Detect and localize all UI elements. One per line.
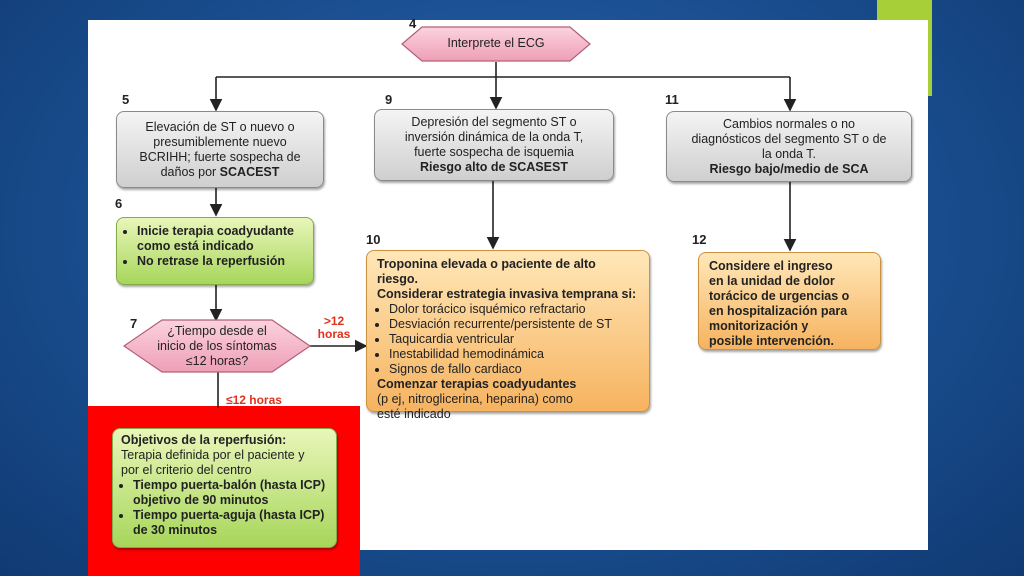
list-item: No retrase la reperfusión [137, 254, 305, 269]
step8-box: Objetivos de la reperfusión: Terapia def… [112, 428, 337, 548]
step12-line: Considere el ingreso [709, 259, 833, 273]
step10-box: Troponina elevada o paciente de alto rie… [366, 250, 650, 421]
step11-bold: Riesgo bajo/medio de SCA [709, 161, 869, 176]
condition-gt12: >12 horas [312, 315, 356, 341]
step10-footer-line: (p ej, nitroglicerina, heparina) como [377, 392, 573, 406]
condition-gt12-line: horas [317, 327, 351, 341]
step7-line: ¿Tiempo desde el [167, 324, 267, 338]
step-number-6: 6 [115, 196, 123, 211]
step6-box: Inicie terapia coadyudante como está ind… [116, 217, 314, 285]
step12-line: posible intervención. [709, 334, 835, 348]
diamond-step4 [401, 26, 591, 62]
step9-box: Depresión del segmento ST o inversión di… [374, 109, 614, 181]
list-item: Tiempo puerta-aguja (hasta ICP) de 30 mi… [133, 508, 328, 538]
step5-box: Elevación de ST o nuevo o presumiblement… [116, 111, 324, 188]
step7-label: ¿Tiempo desde el inicio de los síntomas … [152, 324, 282, 369]
step-number-12: 12 [692, 232, 707, 247]
step9-line: fuerte sospecha de isquemia [414, 145, 574, 159]
list-item: Inicie terapia coadyudante como está ind… [137, 224, 305, 254]
step-number-10: 10 [366, 232, 381, 247]
step11-line: Cambios normales o no [722, 116, 855, 131]
step-number-11: 11 [665, 92, 679, 107]
step10-footer-line: esté indicado [377, 407, 451, 421]
step7-line: ≤12 horas? [185, 354, 249, 368]
condition-le12: ≤12 horas [226, 393, 282, 407]
step12-line: torácico de urgencias o [709, 289, 850, 303]
condition-gt12-line: >12 [323, 314, 345, 328]
step10-footer-bold: Comenzar terapias coadyudantes [377, 377, 577, 391]
step5-bold: SCACEST [219, 164, 280, 179]
step9-bold: Riesgo alto de SCASEST [420, 160, 568, 174]
step12-box: Considere el ingreso en la unidad de dol… [698, 252, 881, 350]
step-number-5: 5 [122, 92, 130, 107]
step9-line: inversión dinámica de la onda T, [404, 130, 584, 144]
step8-title: Objetivos de la reperfusión: [121, 433, 287, 447]
step5-line: daños por [160, 164, 220, 179]
step11-line: la onda T. [762, 146, 816, 161]
step11-box: Cambios normales o no diagnósticos del s… [666, 111, 912, 182]
step5-line: presumiblemente nuevo [153, 134, 287, 149]
step4-label: Interprete el ECG [447, 36, 545, 50]
step-number-9: 9 [385, 92, 393, 107]
step7-line: inicio de los síntomas [157, 339, 277, 353]
list-item: Dolor torácico isquémico refractario [389, 302, 639, 317]
step8-line: por el criterio del centro [121, 463, 252, 477]
list-item: Taquicardia ventricular [389, 332, 639, 347]
step5-line: Elevación de ST o nuevo o [145, 119, 295, 134]
step12-line: en hospitalización para [709, 304, 848, 318]
list-item: Signos de fallo cardiaco [389, 362, 639, 377]
list-item: Tiempo puerta-balón (hasta ICP) objetivo… [133, 478, 328, 508]
step11-line: diagnósticos del segmento ST o de [691, 131, 887, 146]
step12-line: monitorización y [709, 319, 809, 333]
step10-header: Considerar estrategia invasiva temprana … [377, 287, 637, 301]
step5-line: BCRIHH; fuerte sospecha de [139, 149, 301, 164]
diamond-step7 [122, 319, 312, 373]
step-number-4: 4 [409, 16, 417, 31]
list-item: Inestabilidad hemodinámica [389, 347, 639, 362]
step-number-7: 7 [130, 316, 138, 331]
step9-line: Depresión del segmento ST o [411, 115, 577, 129]
step10-header: Troponina elevada o paciente de alto rie… [377, 257, 596, 286]
list-item: Desviación recurrente/persistente de ST [389, 317, 639, 332]
step12-line: en la unidad de dolor [709, 274, 835, 288]
step8-line: Terapia definida por el paciente y [121, 448, 305, 462]
